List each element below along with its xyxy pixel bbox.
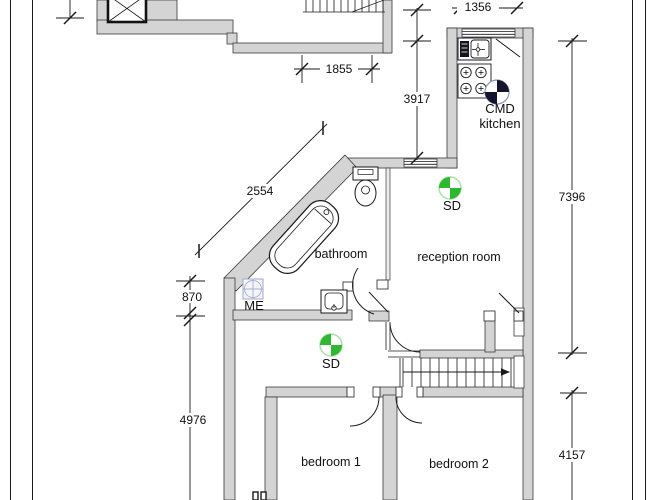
doors <box>349 38 521 427</box>
room-label-reception: reception room <box>417 250 500 264</box>
upper-stairs <box>303 0 385 13</box>
meter-label: ME <box>244 298 264 313</box>
wall-diagonal <box>223 154 358 292</box>
bathtub-icon <box>268 199 340 275</box>
stairs <box>399 358 512 387</box>
washbasin-icon <box>320 289 348 314</box>
co-detector-icon <box>484 79 510 105</box>
toilet-icon <box>352 166 379 207</box>
right-wall-pier-lower <box>513 355 525 389</box>
dimension-landing-width: 1855 <box>326 62 353 76</box>
wall-bedroom-divider <box>382 394 398 500</box>
room-label-bedroom1: bedroom 1 <box>301 455 361 469</box>
bedroom1-door-arc <box>349 396 380 427</box>
room-label-bathroom: bathroom <box>315 247 368 261</box>
kitchen-label: kitchen <box>479 116 520 131</box>
stairs-direction-arrow <box>501 368 510 376</box>
dimension-text-backgrounds <box>176 0 591 462</box>
kitchen-window <box>461 28 516 38</box>
bathroom-window <box>403 158 438 168</box>
door-posts <box>342 279 524 398</box>
meter-icon <box>242 278 264 300</box>
dimension-left-upper: 870 <box>182 290 202 304</box>
wall-right-exterior <box>522 27 534 500</box>
service-shaft-box <box>106 0 148 24</box>
dimension-kitchen-run: 3917 <box>404 92 431 106</box>
windows <box>403 28 525 389</box>
kitchen-door-leaf <box>495 38 521 58</box>
cut-fixture <box>252 491 267 500</box>
wall-bathroom-bottom <box>232 309 353 321</box>
flat-walls <box>223 27 534 500</box>
hall-door-arc <box>389 322 421 353</box>
dimension-diagonal-wall: 2554 <box>247 184 274 198</box>
dimension-right-lower: 4157 <box>559 448 586 462</box>
wall-bedroom1-top <box>265 386 348 398</box>
dimension-kitchen-width: 1356 <box>465 0 492 14</box>
wall-bedroom2-top <box>422 386 524 398</box>
kitchen-sink-icon <box>457 37 492 61</box>
wall-kitchen-left <box>446 27 458 169</box>
co-detector-label: CMD <box>485 101 515 116</box>
page-border-lines <box>10 0 646 500</box>
communal-landing-walls <box>96 0 393 54</box>
bathroom-door-arc <box>352 267 375 315</box>
smoke-detector-icon-reception <box>438 176 462 200</box>
smoke-detector-icon-hall <box>319 333 343 357</box>
right-wall-pier-upper <box>513 307 525 337</box>
wall-corridor-left <box>264 396 278 500</box>
dimension-left-lower: 4976 <box>180 413 207 427</box>
smoke-detector-label-hall: SD <box>322 356 340 371</box>
dimension-right-upper: 7396 <box>559 190 586 204</box>
smoke-detector-label-reception: SD <box>443 198 461 213</box>
wall-bathroom-reception <box>385 167 391 281</box>
bedroom2-door-arc <box>395 396 423 424</box>
room-label-bedroom2: bedroom 2 <box>429 457 489 471</box>
wall-stairs-top <box>419 349 524 359</box>
bathroom-door-leaf <box>368 291 389 313</box>
wall-left-exterior <box>223 277 236 500</box>
reception-stairs-door-leaf <box>498 292 520 314</box>
